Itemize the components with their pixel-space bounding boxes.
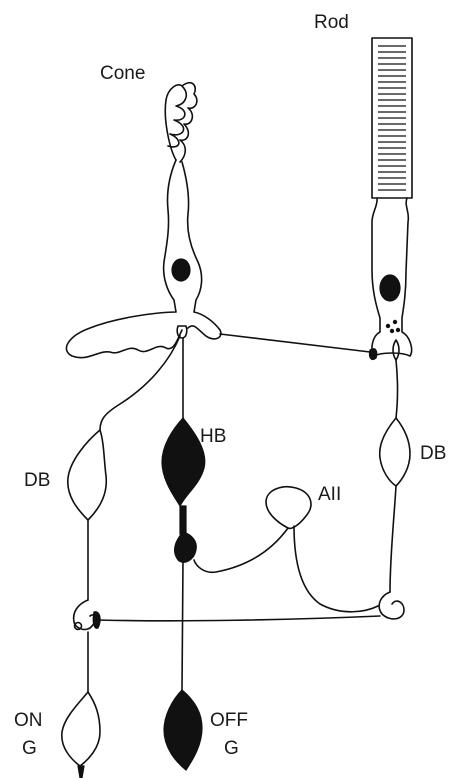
db-right-soma <box>380 418 410 486</box>
hb-label: HB <box>200 426 226 447</box>
on-g-label-line2: G <box>22 738 37 759</box>
db-left-terminal <box>74 600 95 629</box>
on-ganglion-soma <box>62 692 100 766</box>
hb-soma <box>162 418 205 506</box>
db-bipolar-right <box>379 360 410 619</box>
db-right-terminal <box>379 592 404 619</box>
rod-terminal-vesicles <box>386 320 399 332</box>
cone-cell <box>66 83 220 358</box>
rod-nucleus <box>380 275 400 301</box>
off-ganglion-cell <box>164 560 202 770</box>
cone-to-rod-connection <box>220 334 370 352</box>
off-ganglion-soma <box>164 690 202 770</box>
db-left-soma <box>68 430 107 520</box>
hb-bipolar <box>162 338 205 562</box>
hb-terminal <box>175 532 197 562</box>
db-bipolar-left <box>68 336 180 630</box>
off-g-label-line2: G <box>224 738 239 759</box>
rod-discs <box>378 46 406 190</box>
rod-cell <box>369 38 412 360</box>
aii-soma <box>266 487 311 529</box>
db-left-to-rod-bipolar-link <box>98 616 380 621</box>
cone-body <box>66 160 220 358</box>
on-ganglion-axon <box>78 766 84 778</box>
db-right-label: DB <box>420 443 446 464</box>
cone-outer-segment <box>165 83 197 162</box>
rod-synaptic-contact <box>369 349 376 360</box>
on-g-label-line1: ON <box>14 710 43 731</box>
rod-label: Rod <box>314 12 349 33</box>
on-ganglion-cell <box>62 632 100 778</box>
aii-label: AII <box>318 484 341 505</box>
cone-nucleus <box>172 259 190 281</box>
cone-label: Cone <box>100 63 145 84</box>
db-left-label: DB <box>24 470 50 491</box>
aii-amacrine <box>194 487 378 612</box>
off-g-label-line1: OFF <box>210 710 248 731</box>
